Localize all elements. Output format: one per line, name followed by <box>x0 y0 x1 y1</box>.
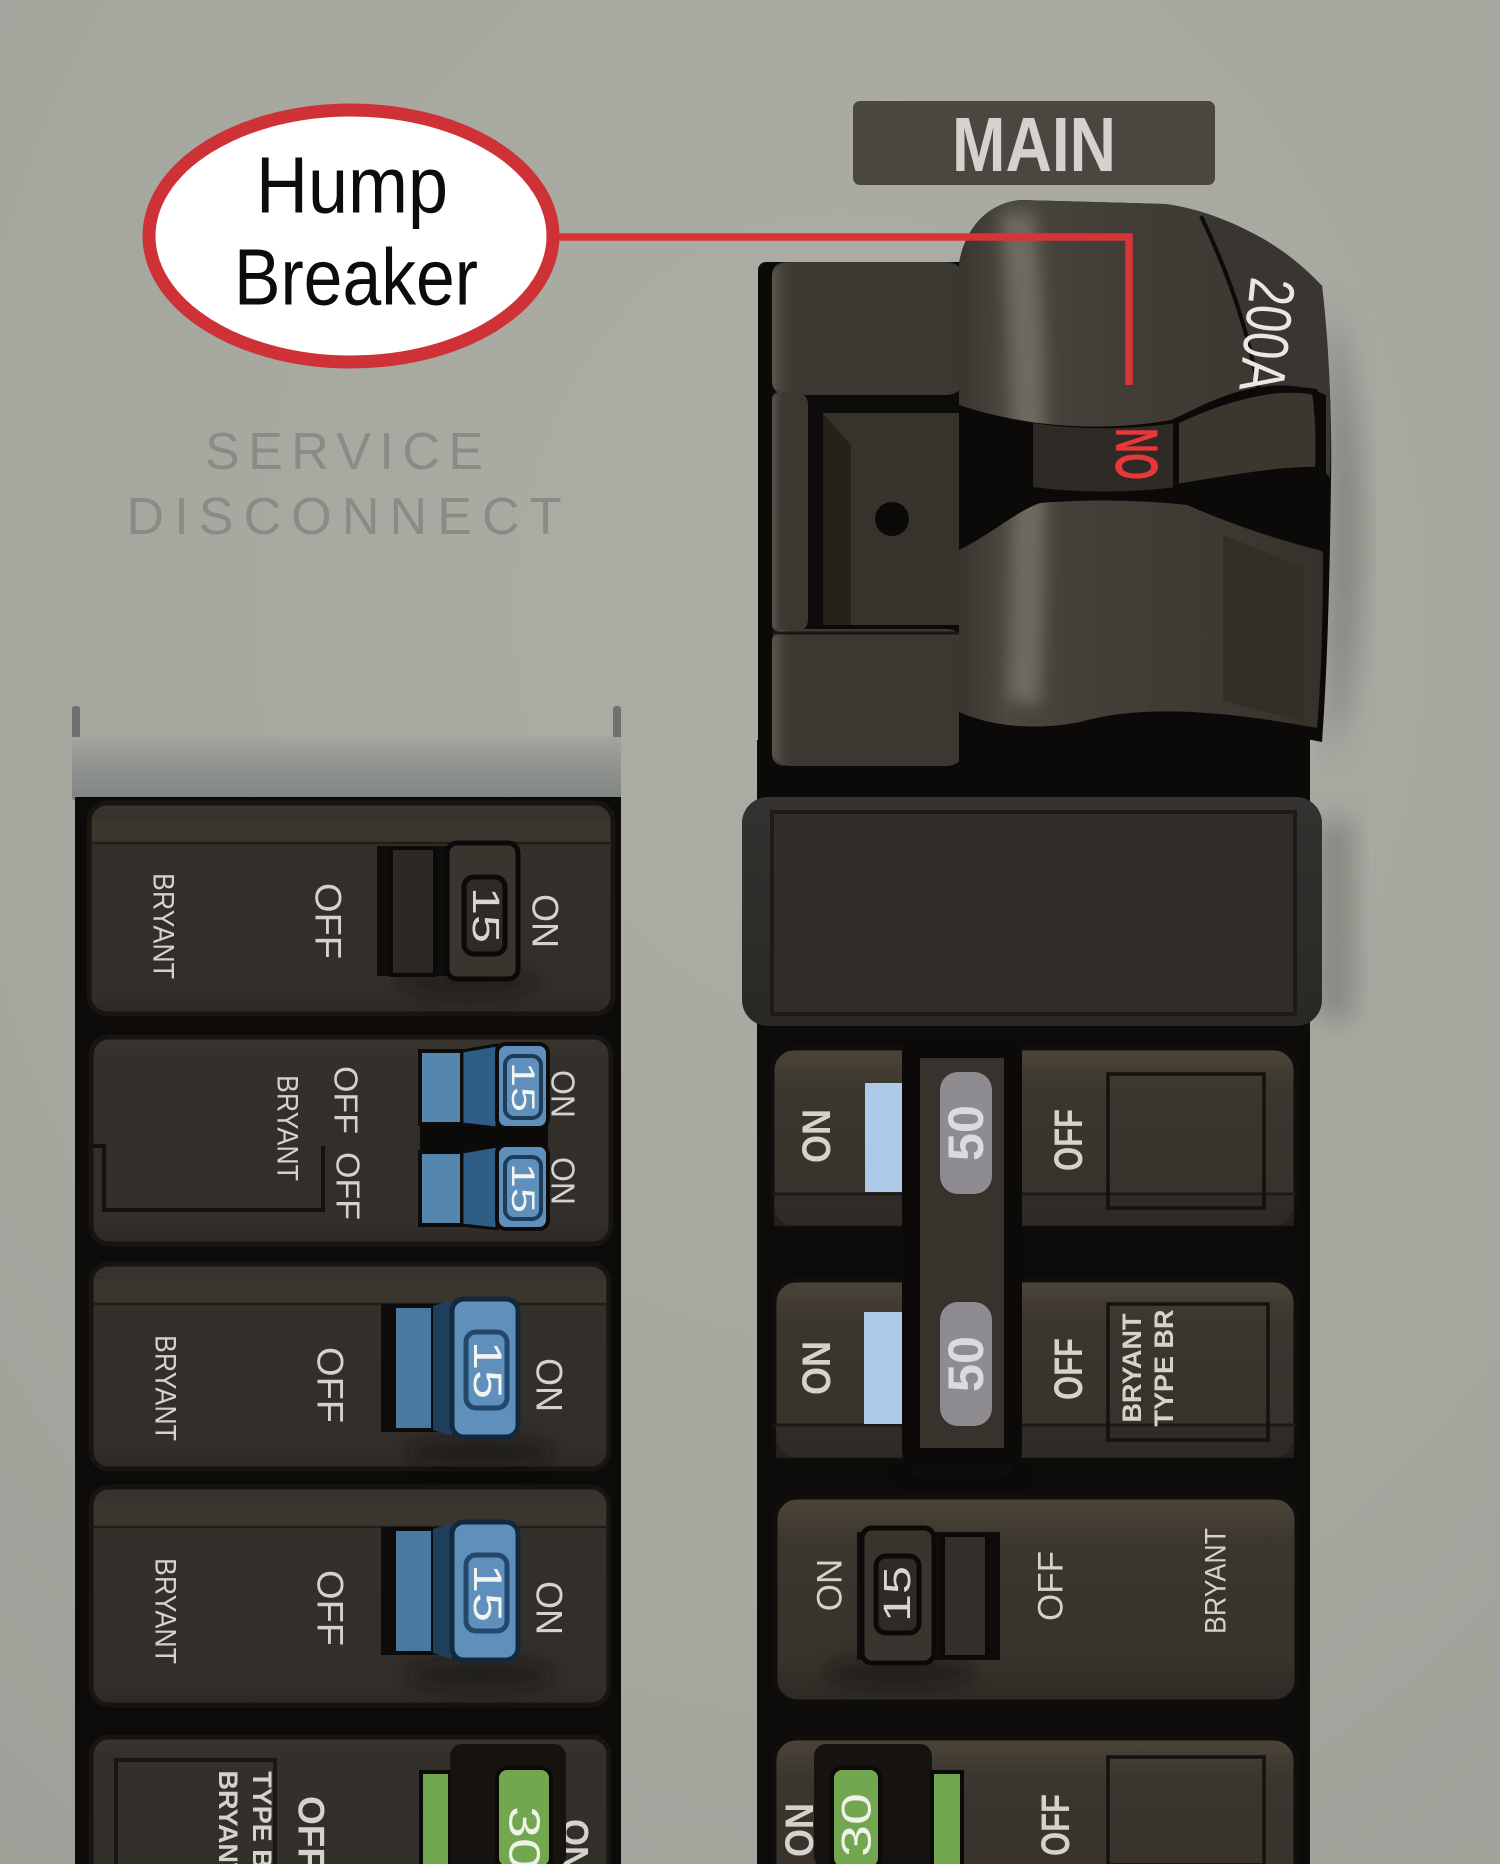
svg-text:15: 15 <box>505 1163 541 1213</box>
svg-text:ON: ON <box>795 1341 839 1395</box>
svg-text:ON: ON <box>1104 428 1171 480</box>
svg-text:OFF: OFF <box>310 1570 351 1646</box>
svg-text:OFF: OFF <box>1047 1338 1091 1400</box>
svg-text:TYPE BR: TYPE BR <box>1149 1309 1179 1426</box>
svg-text:BRYANT: BRYANT <box>149 1558 182 1664</box>
svg-text:ON: ON <box>811 1559 850 1612</box>
svg-text:ON: ON <box>545 1157 582 1205</box>
svg-text:15: 15 <box>505 1062 541 1112</box>
svg-text:ON: ON <box>795 1109 839 1163</box>
svg-text:BRYANT: BRYANT <box>147 873 180 979</box>
svg-text:30: 30 <box>500 1806 549 1864</box>
svg-text:OFF: OFF <box>310 1347 351 1423</box>
svg-text:15: 15 <box>465 1564 509 1622</box>
svg-text:TYPE B: TYPE B <box>247 1771 277 1864</box>
svg-text:BRYANT: BRYANT <box>213 1770 243 1864</box>
svg-text:50: 50 <box>938 1105 994 1161</box>
svg-text:DISCONNECT: DISCONNECT <box>127 488 562 546</box>
svg-text:OFF: OFF <box>328 1066 365 1134</box>
svg-text:ON: ON <box>529 1581 570 1635</box>
svg-text:MAIN: MAIN <box>952 102 1116 188</box>
svg-text:15: 15 <box>465 1341 509 1399</box>
svg-text:SERVICE: SERVICE <box>205 423 483 481</box>
svg-text:BRYANT: BRYANT <box>1200 1528 1233 1634</box>
svg-text:ON: ON <box>525 894 566 948</box>
svg-text:BRYANT: BRYANT <box>1117 1313 1147 1423</box>
svg-text:OFF: OFF <box>1047 1109 1091 1171</box>
svg-text:15: 15 <box>877 1566 919 1622</box>
svg-text:BRYANT: BRYANT <box>271 1075 304 1181</box>
svg-text:OFF: OFF <box>1034 1794 1078 1856</box>
svg-text:ON: ON <box>545 1070 582 1118</box>
svg-text:50: 50 <box>938 1336 994 1392</box>
svg-text:15: 15 <box>464 887 506 943</box>
svg-text:OFF: OFF <box>330 1152 367 1220</box>
svg-text:Breaker: Breaker <box>234 233 478 322</box>
svg-text:Hump: Hump <box>256 141 448 230</box>
svg-text:200A: 200A <box>1225 274 1309 395</box>
svg-text:BRYANT: BRYANT <box>149 1335 182 1441</box>
svg-text:ON: ON <box>529 1358 570 1412</box>
svg-text:OFF: OFF <box>308 883 349 959</box>
svg-text:OFF: OFF <box>291 1796 332 1864</box>
svg-text:OFF: OFF <box>1032 1551 1071 1621</box>
svg-text:30: 30 <box>833 1793 880 1857</box>
